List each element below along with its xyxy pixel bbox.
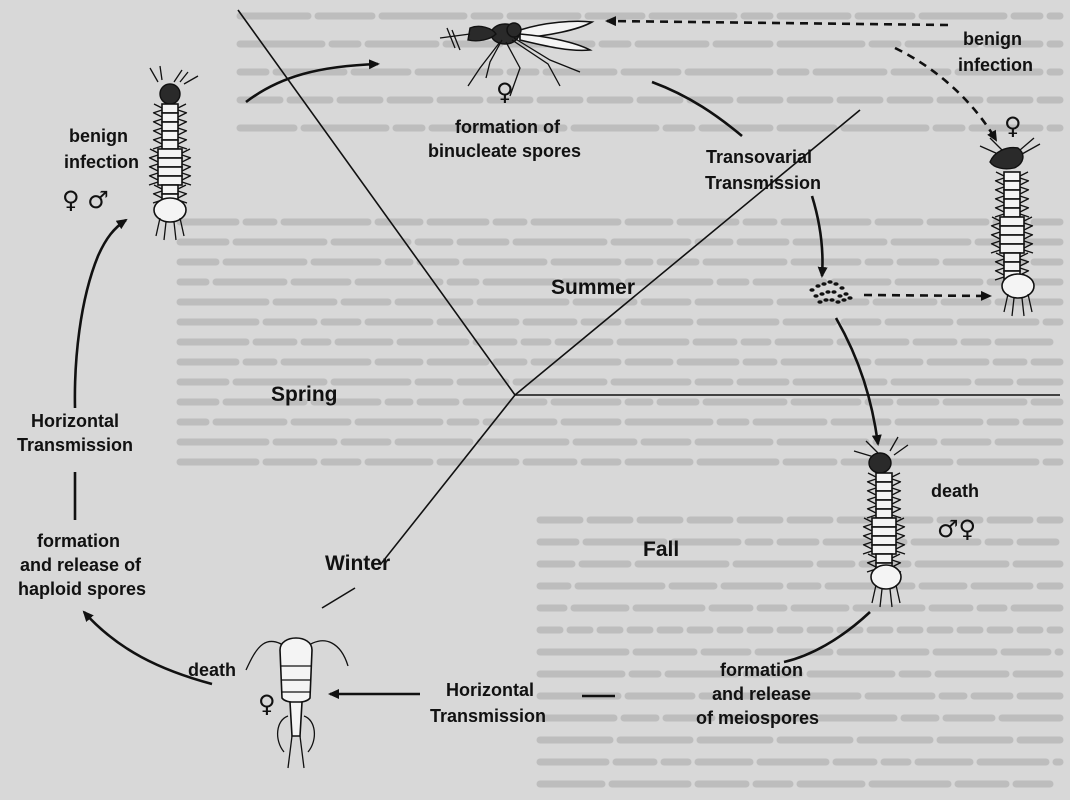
larva-icon: [149, 66, 198, 240]
haploid-spores-label: formation and release of haploid spores: [18, 531, 146, 599]
transovarial-transmission-label: Transovarial Transmission: [705, 147, 821, 193]
male-female-symbols-right: ♂♀: [937, 515, 976, 543]
binucleate-spores-label: formation of binucleate spores: [428, 117, 581, 161]
benign-infection-left-label: benign infection: [64, 126, 139, 172]
meiospores-label: formation and release of meiospores: [696, 660, 819, 728]
horizontal-transmission-left-label: Horizontal Transmission: [17, 411, 133, 455]
benign-infection-right-label: benign infection: [958, 29, 1033, 75]
mosquito-adult-icon: [440, 21, 592, 96]
season-spring-label: Spring: [271, 383, 338, 406]
season-summer-label: Summer: [551, 276, 635, 299]
arrow-spores-to-larva-dashed: [864, 295, 990, 296]
death-right-label: death: [931, 481, 979, 501]
female-symbol-bottom: ♀: [258, 690, 276, 718]
season-fall-label: Fall: [643, 538, 679, 561]
death-bottom-label: death: [188, 660, 236, 680]
larva-icon: [980, 138, 1040, 316]
arrow-infection-to-mosquito-dashed: [607, 21, 948, 25]
season-winter-label: Winter: [325, 552, 390, 575]
female-male-symbols-left: ♀ ♂: [62, 186, 109, 214]
arrow-horizontal-to-larva: [75, 220, 126, 408]
female-symbol-top: ♀: [496, 78, 514, 106]
horizontal-transmission-bottom-label: Horizontal Transmission: [430, 680, 546, 726]
axis-winter-tick: [322, 588, 355, 608]
female-symbol-right: ♀: [1004, 112, 1022, 140]
axis-summer-spring: [238, 10, 515, 395]
